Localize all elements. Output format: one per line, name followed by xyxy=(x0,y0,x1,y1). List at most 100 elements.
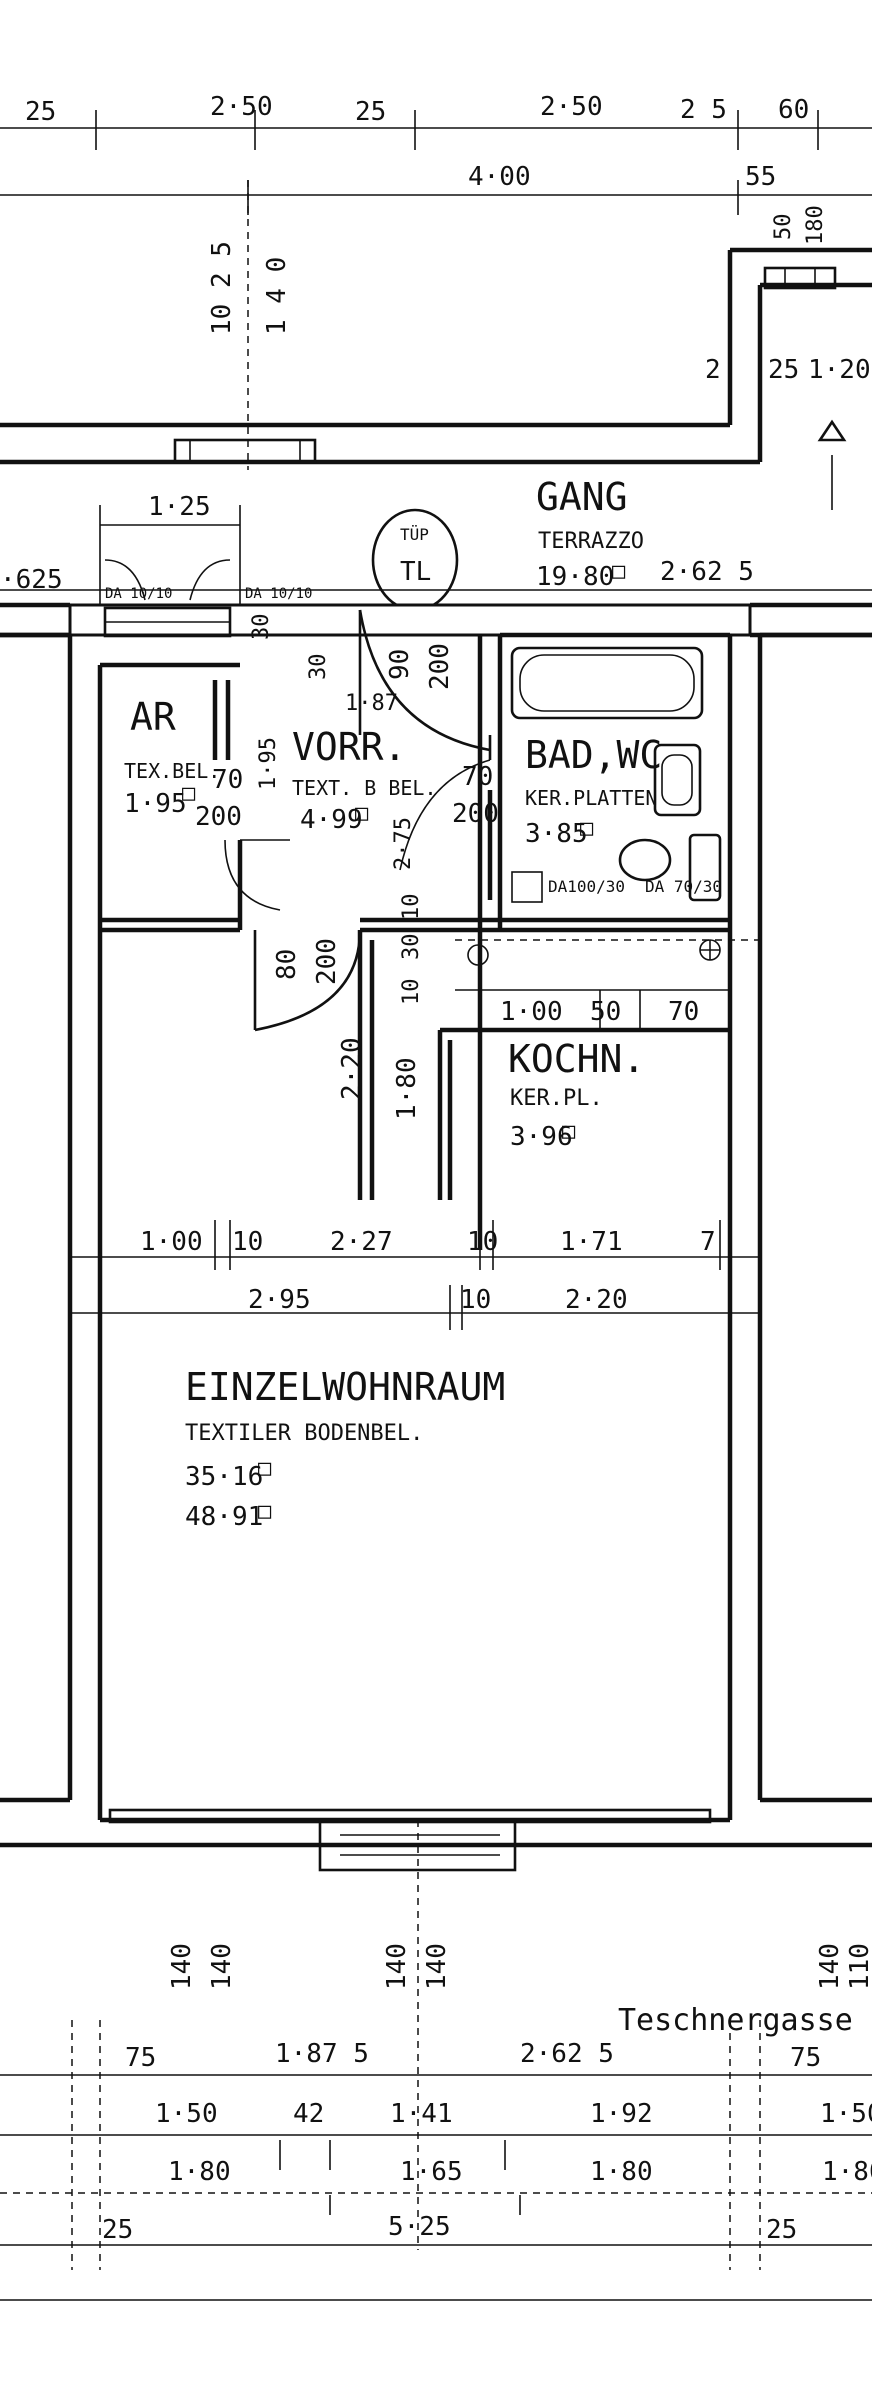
kitchen-name: KOCHN. xyxy=(508,1037,645,1081)
dim-bv-140e: 140 xyxy=(815,1943,845,1990)
kitchen-floor: KER.PL. xyxy=(510,1086,603,1111)
dim-1-20: 1·20 xyxy=(808,355,871,385)
door-label-da4: DA 70/30 xyxy=(645,877,722,896)
corridor-area: 19·80 xyxy=(536,562,614,592)
hall-area-mark: □ xyxy=(355,801,369,826)
installation-shaft: TÜP TL xyxy=(371,508,459,612)
storage-area-mark: □ xyxy=(182,781,196,806)
dim-v2-20: 2·20 xyxy=(337,1037,367,1100)
kitchen-dim-70: 70 xyxy=(668,997,699,1027)
dim-b1-1875: 1·87 5 xyxy=(275,2039,369,2069)
dim-v200: 200 xyxy=(425,643,455,690)
dim-bv-140a: 140 xyxy=(167,1943,197,1990)
kitchen-area-mark: □ xyxy=(562,1119,576,1144)
kitchen-dim-100: 1·00 xyxy=(500,997,563,1027)
dim-b1-2625: 2·62 5 xyxy=(520,2039,614,2069)
storage-room: AR TEX.BEL. 1·95 □ 70 200 30 30 1·95 xyxy=(124,614,331,911)
bath-area: 3·85 xyxy=(525,819,588,849)
dim-b3-165: 1·65 xyxy=(400,2157,463,2187)
dim-v2-75: 2·75 xyxy=(391,817,416,870)
dim-b2-141: 1·41 xyxy=(390,2099,453,2129)
dim-4-00: 4·00 xyxy=(468,162,531,192)
dim-top-25c: 2 5 xyxy=(680,95,727,125)
corridor-area-mark: □ xyxy=(612,559,626,584)
hall-floor: TEXT. B BEL. xyxy=(292,776,437,800)
dim-v10: 10 xyxy=(399,894,424,921)
hall-name: VORR. xyxy=(292,725,406,769)
dim-top-250a: 2·50 xyxy=(210,92,273,122)
dim-v80: 80 xyxy=(272,949,302,980)
dim-1-87: 1·87 xyxy=(345,691,398,716)
dim-55: 55 xyxy=(745,162,776,192)
dim-bv-140b: 140 xyxy=(207,1943,237,1990)
living-room-area2: 48·91 xyxy=(185,1502,263,1532)
dim-mid-7: 7 xyxy=(700,1227,716,1257)
bath-area-mark: □ xyxy=(580,816,594,841)
corridor-window: DA 10/10 DA 10/10 xyxy=(103,559,312,638)
top-dimension-line: 25 2·50 25 2·50 2 5 60 xyxy=(0,92,872,150)
dim-140-top: 1 4 0 xyxy=(262,257,292,335)
dim-mid-2-27: 2·27 xyxy=(330,1227,393,1257)
dim-v200b: 200 xyxy=(312,938,342,985)
kitchen-dim-50: 50 xyxy=(590,997,621,1027)
entry-door: 90 200 1·87 xyxy=(345,609,492,760)
dim-25-right: 25 xyxy=(768,355,799,385)
dim-180: 180 xyxy=(803,205,828,245)
dim-bv-140d: 140 xyxy=(422,1943,452,1990)
dim-top-25b: 25 xyxy=(355,97,386,127)
dim-b2-150b: 1·50 xyxy=(820,2099,872,2129)
shaft-bottom-label: TL xyxy=(400,557,431,587)
dim-b3-180c: 1·80 xyxy=(822,2157,872,2187)
storage-door-h: 200 xyxy=(195,802,242,832)
dim-bv-110: 110 xyxy=(845,1943,872,1990)
dim-b2-150a: 1·50 xyxy=(155,2099,218,2129)
dim-v30a: 30 xyxy=(249,614,274,641)
dim-50: 50 xyxy=(771,214,796,241)
door-label-da3: DA100/30 xyxy=(548,877,625,896)
dim-b3-180a: 1·80 xyxy=(168,2157,231,2187)
living-room-area1: 35·16 xyxy=(185,1462,263,1492)
dim-top-25a: 25 xyxy=(25,97,56,127)
dim-mid-10b: 10 xyxy=(467,1227,498,1257)
living-room-area1-mark: □ xyxy=(258,1456,272,1481)
dim-b3-180b: 1·80 xyxy=(590,2157,653,2187)
apartment-walls xyxy=(0,602,872,1848)
bottom-vertical-dims: 140 140 140 140 140 110 xyxy=(167,1943,872,1990)
dim-b4-525: 5·25 xyxy=(388,2212,451,2242)
corridor-name: GANG xyxy=(536,475,628,519)
corridor-label: GANG TERRAZZO 19·80 □ 2·62 5 ·625 1·25 xyxy=(0,475,872,610)
dim-top-60: 60 xyxy=(778,95,809,125)
storage-floor: TEX.BEL. xyxy=(124,759,220,783)
dimension-4-00: 4·00 55 xyxy=(0,162,872,215)
storage-name: AR xyxy=(130,695,176,739)
living-room-area2-mark: □ xyxy=(258,1499,272,1524)
hall-area: 4·99 xyxy=(300,805,363,835)
dim-v1-95: 1·95 xyxy=(256,737,281,790)
dim-b1-75a: 75 xyxy=(125,2043,156,2073)
hall-door-h: 200 xyxy=(452,799,499,829)
dim-mid-2-95: 2·95 xyxy=(248,1285,311,1315)
hall-room: VORR. TEXT. B BEL. 4·99 □ 70 200 2·75 10… xyxy=(253,725,499,1032)
dim-102-5: 10 2 5 xyxy=(207,241,237,335)
dim-v90: 90 xyxy=(385,649,415,680)
corridor-floor: TERRAZZO xyxy=(538,529,644,554)
dim-top-250b: 2·50 xyxy=(540,92,603,122)
living-room: EINZELWOHNRAUM TEXTILER BODENBEL. 35·16 … xyxy=(108,1365,712,2250)
dim-b2-42: 42 xyxy=(293,2099,324,2129)
dim-2: 2 xyxy=(705,355,721,385)
upper-unit: 10 2 5 1 4 0 50 180 2 25 1·20 xyxy=(0,180,872,510)
dim-b1-75b: 75 xyxy=(790,2043,821,2073)
dim-v10b: 10 xyxy=(399,979,424,1006)
storage-door-w: 70 xyxy=(212,765,243,795)
dim-b2-192: 1·92 xyxy=(590,2099,653,2129)
dim-b4-25a: 25 xyxy=(102,2215,133,2245)
hall-door-w: 70 xyxy=(462,762,493,792)
dim-mid-10a: 10 xyxy=(232,1227,263,1257)
bathroom: BAD,WC KER.PLATTEN 3·85 □ DA100/30 DA 70… xyxy=(510,646,722,903)
bath-name: BAD,WC xyxy=(525,733,662,777)
kitchenette: 1·00 50 70 KOCHN. KER.PL. 3·96 □ 2·20 1·… xyxy=(337,939,760,1152)
shaft-top-label: TÜP xyxy=(400,525,429,544)
dim-v30c: 30 xyxy=(399,934,424,961)
dim-b4-25b: 25 xyxy=(766,2215,797,2245)
